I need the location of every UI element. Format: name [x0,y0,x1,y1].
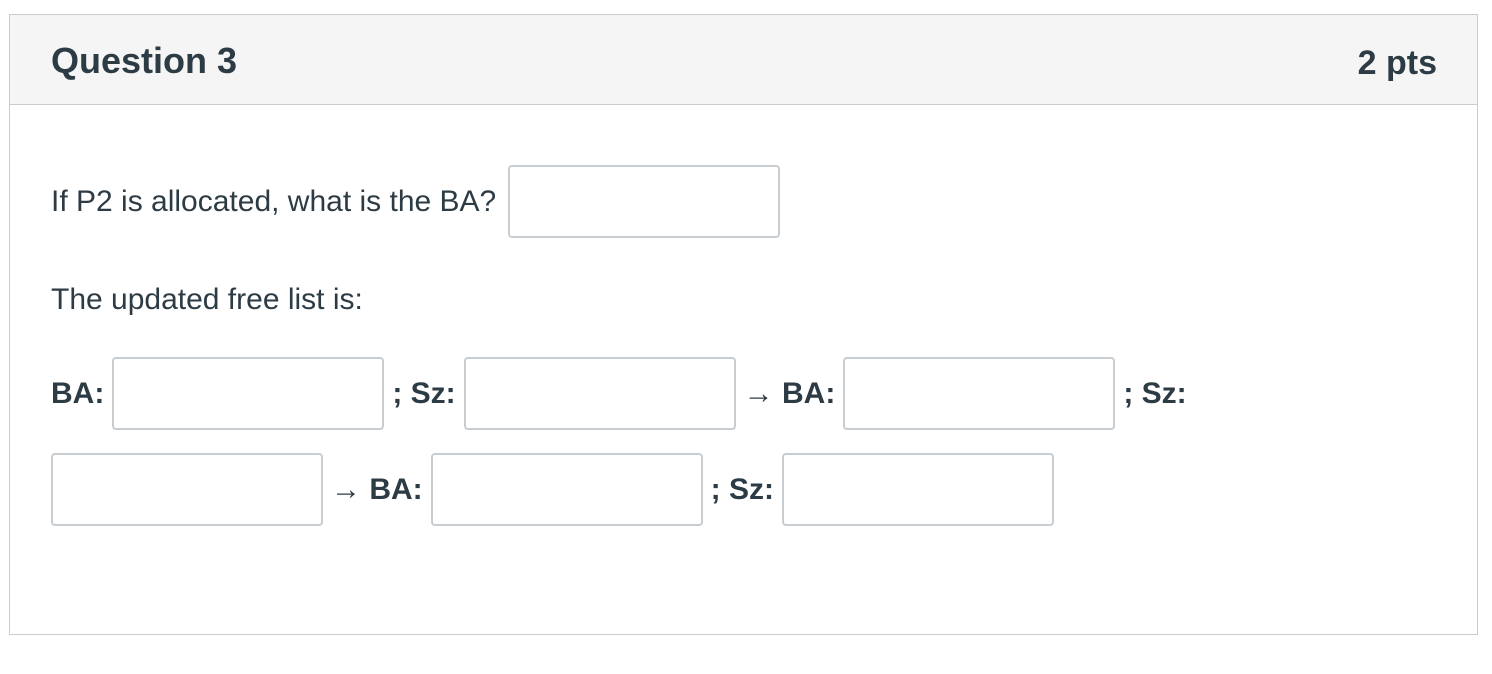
node1-ba-input[interactable] [112,357,385,430]
sz-label: ; Sz: [1123,376,1187,410]
node1-sz-input[interactable] [463,357,736,430]
ba-answer-input[interactable] [508,165,781,238]
question-points: 2 pts [1357,44,1437,82]
free-list-row-2: → BA: ; Sz: [51,453,1054,526]
question-header: Question 3 2 pts [10,15,1477,105]
sz-label: ; Sz: [710,472,774,506]
free-list-row-1: BA: ; Sz: → BA: ; Sz: [51,357,1187,430]
free-list-text: The updated free list is: [51,283,363,316]
arrow-ba-label: → BA: [331,472,423,506]
prompt-line: If P2 is allocated, what is the BA? [51,165,781,238]
ba-label: BA: [51,376,105,410]
node2-sz-input[interactable] [51,453,323,526]
question-card: Question 3 2 pts If P2 is allocated, wha… [9,14,1478,635]
node3-sz-input[interactable] [781,453,1054,526]
node3-ba-input[interactable] [430,453,703,526]
node2-ba-input[interactable] [843,357,1116,430]
arrow-ba-label: → BA: [743,376,836,410]
question-title: Question 3 [51,40,238,81]
sz-label: ; Sz: [392,376,456,410]
prompt-text: If P2 is allocated, what is the BA? [51,184,497,218]
free-list-line: The updated free list is: [51,283,363,317]
